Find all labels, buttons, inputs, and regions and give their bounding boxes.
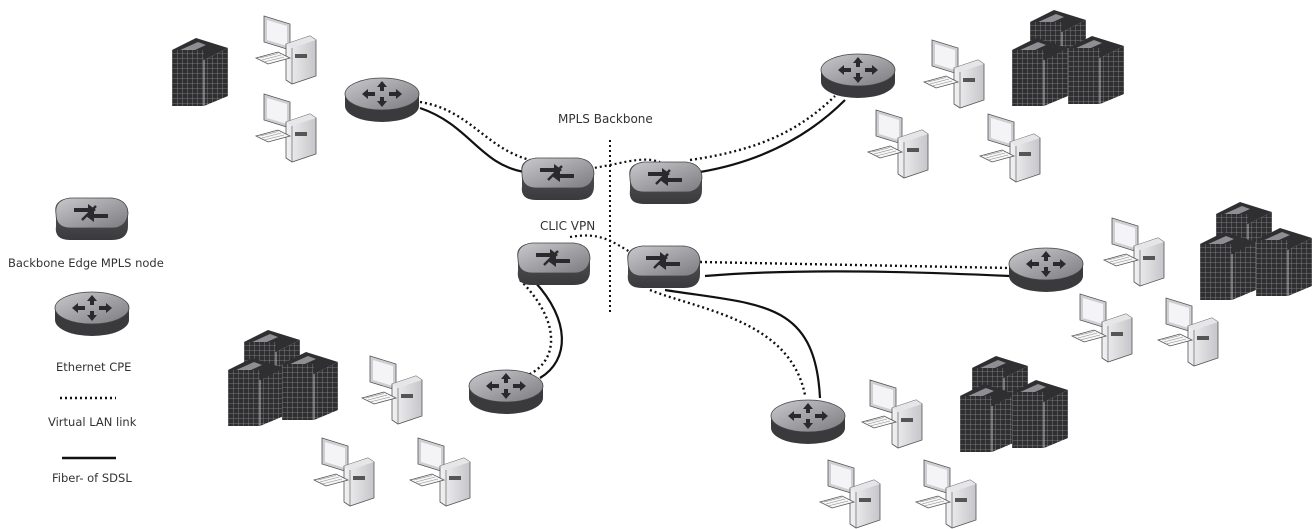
legend: Backbone Edge MPLS node Ethernet CPE Vir… [8, 196, 164, 485]
workstation-icon [1103, 217, 1165, 287]
server-rack-icon [227, 357, 285, 427]
server-rack-icon [959, 383, 1017, 453]
legend-ethernet-cpe-icon [54, 291, 130, 337]
server-rack-icon [281, 351, 339, 421]
workstation-icon [1157, 297, 1219, 367]
workstation-icon [979, 113, 1041, 183]
workstation-icon [255, 15, 317, 85]
mpls-node-icon [626, 244, 702, 290]
workstation-icon [409, 437, 471, 507]
workstation-icon [819, 459, 881, 529]
workstation-icon [867, 109, 929, 179]
ethernet-cpe-icon [1008, 247, 1084, 293]
vlan-link [419, 100, 531, 162]
server-rack-icon [171, 37, 229, 107]
server-rack-icon [1011, 379, 1069, 449]
ethernet-cpe-icon [770, 399, 846, 445]
workstation-icon [255, 93, 317, 163]
mpls-backbone-label: MPLS Backbone [558, 112, 653, 126]
mpls-node-icon [628, 160, 704, 206]
workstation-icon [923, 39, 985, 109]
clic-vpn-label: CLIC VPN [540, 219, 595, 233]
fiber-link [664, 288, 822, 399]
workstation-icon [915, 459, 977, 529]
server-rack-icon [1067, 35, 1125, 105]
connections [419, 95, 1011, 399]
workstation-icon [861, 379, 923, 449]
legend-cpe-label: Ethernet CPE [56, 360, 131, 374]
fiber-link [704, 270, 1011, 278]
legend-fiber-label: Fiber- of SDSL [52, 471, 132, 485]
server-rack-icon [1199, 231, 1257, 301]
ethernet-cpe-icon [344, 77, 420, 123]
workstation-icon [1071, 293, 1133, 363]
mpls-node-icon [516, 241, 592, 287]
fiber-link [699, 99, 846, 174]
fiber-link [534, 281, 563, 379]
ethernet-cpe-icon [820, 53, 896, 99]
server-rack-icon [1011, 37, 1069, 107]
server-rack-icon [1255, 227, 1313, 297]
mpls-node-icon [520, 156, 596, 202]
legend-mpls-node-icon [54, 196, 130, 242]
vlan-link [649, 288, 807, 396]
ethernet-cpe-icon [468, 369, 544, 415]
fiber-link [419, 106, 526, 174]
workstation-icon [313, 437, 375, 507]
workstation-icon [361, 355, 423, 425]
legend-vlan-label: Virtual LAN link [48, 415, 137, 429]
legend-node-label: Backbone Edge MPLS node [8, 256, 164, 270]
vlan-link [699, 260, 1011, 270]
vlan-link [519, 279, 553, 377]
